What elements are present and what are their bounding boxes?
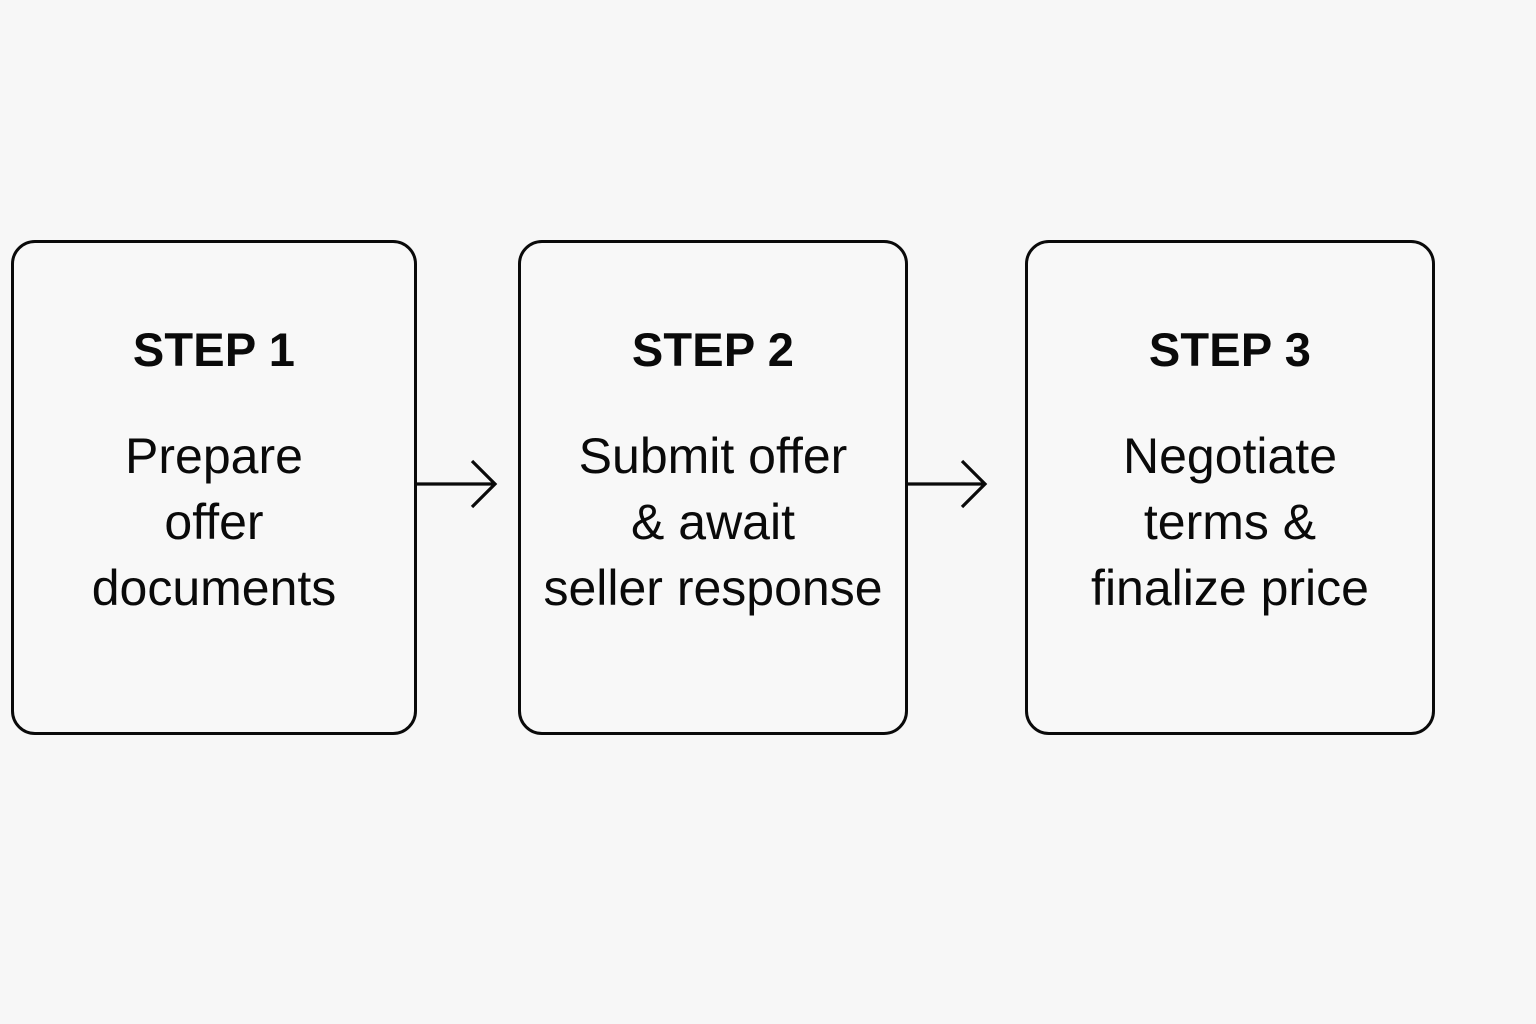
step-2-content: STEP 2 Submit offer & await seller respo… [515, 243, 911, 732]
step-box-1[interactable]: STEP 1 Prepare offer documents [11, 240, 417, 735]
step-box-2[interactable]: STEP 2 Submit offer & await seller respo… [518, 240, 908, 735]
arrow-right-icon-1 [416, 456, 508, 512]
step-box-3[interactable]: STEP 3 Negotiate terms & finalize price [1025, 240, 1435, 735]
step-1-description: Prepare offer documents [91, 428, 337, 616]
step-2-title: STEP 2 [631, 323, 795, 376]
step-2-description: Submit offer & await seller response [543, 428, 883, 616]
step-3-description: Negotiate terms & finalize price [1091, 428, 1369, 616]
process-flow-row: STEP 1 Prepare offer documents STEP 2 Su… [0, 240, 1536, 735]
step-1-content: STEP 1 Prepare offer documents [8, 243, 420, 732]
step-1-title: STEP 1 [132, 323, 296, 376]
step-3-title: STEP 3 [1148, 323, 1312, 376]
arrow-right-icon-2 [906, 456, 998, 512]
step-3-content: STEP 3 Negotiate terms & finalize price [1022, 243, 1438, 732]
